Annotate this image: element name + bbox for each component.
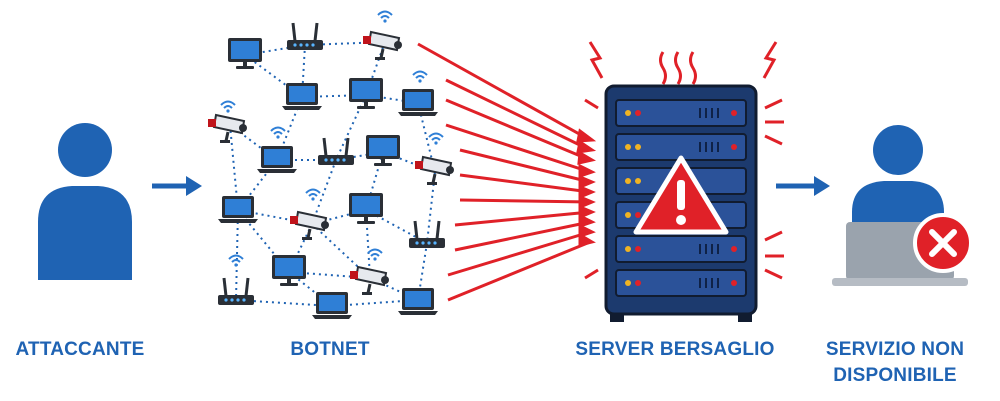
- wifi-icon: [220, 100, 236, 114]
- service-label-line1: SERVIZIO NON: [825, 339, 965, 360]
- attacker-person-icon: [38, 123, 132, 280]
- laptop-icon: [257, 146, 297, 173]
- service-unavailable-label: SERVIZIO NON DISPONIBILE: [815, 337, 975, 389]
- laptop-icon: [398, 89, 438, 116]
- wifi-icon: [428, 132, 444, 146]
- router-icon: [407, 219, 447, 250]
- user-person-icon: [852, 125, 944, 226]
- monitor-icon: [349, 193, 383, 224]
- wifi-icon: [367, 248, 383, 262]
- monitor-icon: [272, 255, 306, 286]
- arrow-right-icon: [776, 176, 830, 196]
- service-label-line2: DISPONIBILE: [833, 365, 957, 386]
- laptop-icon: [398, 288, 438, 315]
- botnet-devices: [206, 10, 456, 319]
- stress-marks: [584, 41, 784, 280]
- botnet-label: BOTNET: [290, 339, 370, 360]
- attack-arrows: [417, 42, 597, 302]
- wifi-icon: [412, 70, 428, 84]
- router-icon: [316, 136, 356, 167]
- camera-icon: [288, 210, 331, 242]
- wifi-icon: [228, 254, 244, 268]
- camera-icon: [206, 113, 249, 145]
- monitor-icon: [228, 38, 262, 69]
- monitor-icon: [366, 135, 400, 166]
- wifi-icon: [270, 126, 286, 140]
- wifi-icon: [377, 10, 393, 24]
- laptop-icon: [312, 292, 352, 319]
- arrow-right-icon: [152, 176, 202, 196]
- x-circle-icon: [913, 213, 973, 273]
- laptop-icon: [282, 83, 322, 110]
- camera-icon: [413, 155, 456, 187]
- laptop-icon: [218, 196, 258, 223]
- target-server-label: SERVER BERSAGLIO: [575, 339, 775, 360]
- botnet-connections: [229, 41, 436, 307]
- attacker-label: ATTACCANTE: [15, 339, 145, 360]
- camera-icon: [348, 265, 391, 297]
- wifi-icon: [305, 188, 321, 202]
- warning-triangle-icon: [633, 155, 729, 235]
- router-icon: [285, 21, 325, 52]
- monitor-icon: [349, 78, 383, 109]
- camera-icon: [361, 30, 404, 62]
